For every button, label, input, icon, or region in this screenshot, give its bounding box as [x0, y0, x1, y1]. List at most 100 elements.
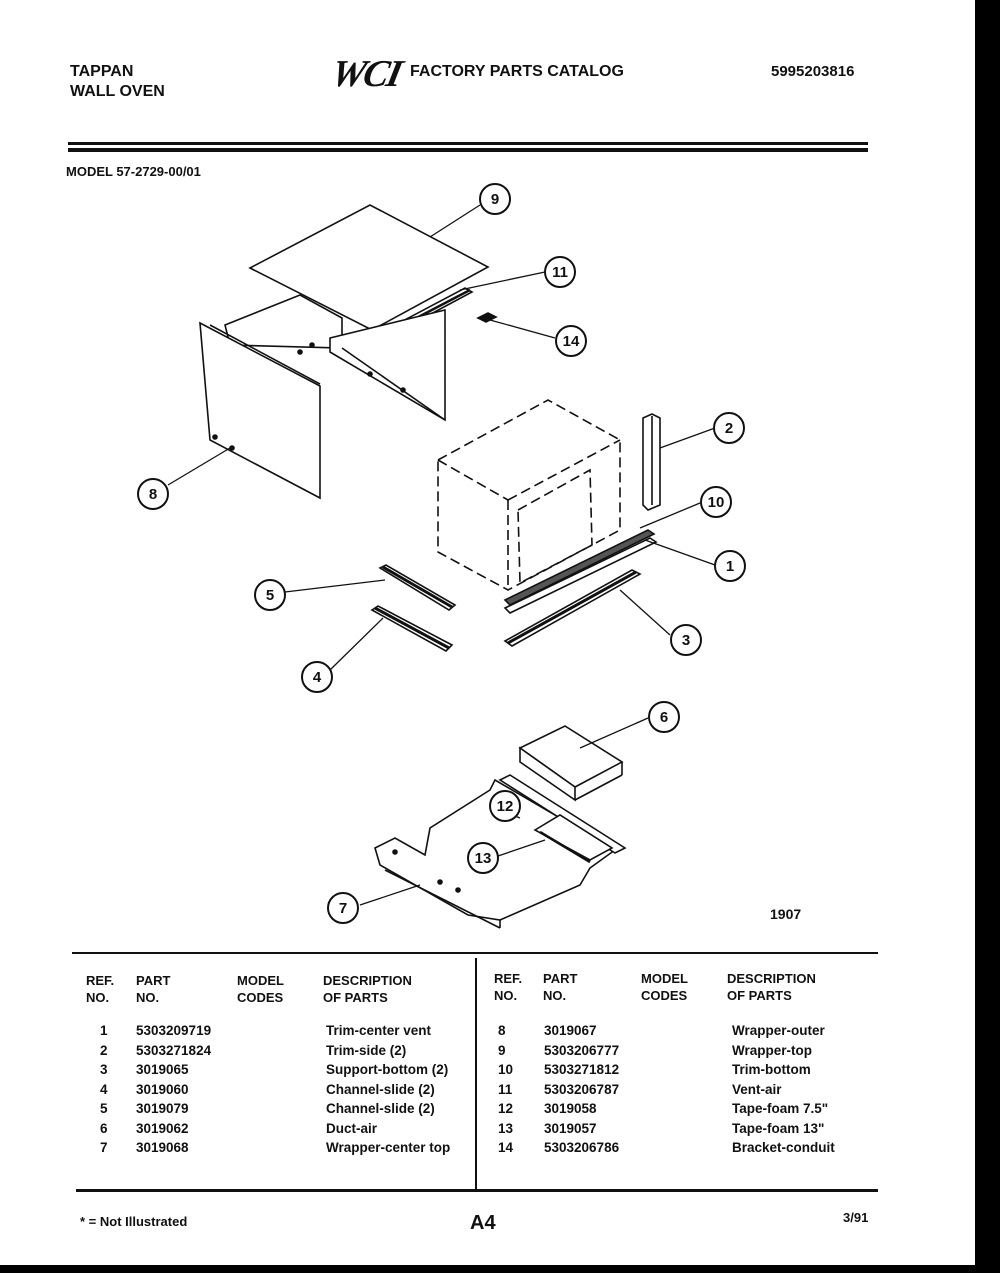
table-row-desc: Trim-center vent	[326, 1023, 432, 1038]
table-row-desc: Trim-bottom	[732, 1062, 811, 1077]
svg-text:2: 2	[725, 420, 733, 437]
part-wrapper-outer	[199, 294, 446, 500]
svg-text:6: 6	[660, 709, 668, 726]
part-bracket-conduit	[476, 312, 498, 323]
exploded-parts-diagram: 9 11 14 2 10 1 3 5 4 8 6 12 13 7	[137, 183, 746, 929]
table-row-desc: Vent-air	[732, 1081, 782, 1097]
table-column-divider	[475, 958, 477, 1190]
catalog-title: FACTORY PARTS CATALOG	[410, 63, 624, 80]
table-row-ref: 13	[498, 1120, 514, 1136]
table-row-part: 5303206777	[544, 1042, 620, 1058]
callout-9: 9	[479, 183, 511, 215]
callout-10: 10	[700, 486, 732, 518]
table-row-desc: Channel-slide (2)	[326, 1101, 435, 1116]
figure-number: 1907	[770, 906, 802, 922]
callout-3: 3	[670, 624, 702, 656]
header-ref-no: REF.NO.	[86, 973, 115, 1005]
table-row-ref: 10	[498, 1062, 514, 1077]
left-description-column: Trim-center vent Trim-side (2) Support-b…	[326, 1021, 450, 1158]
right-part-column: 3019067 5303206777 5303271812 5303206787…	[544, 1021, 619, 1158]
svg-text:8: 8	[149, 486, 157, 503]
callout-7: 7	[327, 892, 359, 924]
callout-2: 2	[713, 412, 745, 444]
callout-8: 8	[137, 478, 169, 510]
callout-5: 5	[254, 579, 286, 611]
revision-date: 3/91	[843, 1210, 869, 1225]
table-row-ref: 11	[498, 1081, 513, 1097]
product-header: TAPPAN WALL OVEN	[70, 62, 165, 102]
table-row-ref: 2	[100, 1042, 108, 1058]
page-number: A4	[470, 1212, 496, 1234]
svg-text:12: 12	[497, 798, 514, 815]
table-row-desc: Support-bottom (2)	[326, 1062, 449, 1077]
oven-cavity-outline	[437, 399, 621, 591]
svg-text:9: 9	[491, 191, 499, 208]
table-row-desc: Channel-slide (2)	[326, 1081, 435, 1097]
table-row-part: 3019068	[136, 1140, 189, 1155]
product-name: WALL OVEN	[70, 83, 165, 100]
table-row-desc: Wrapper-center top	[326, 1140, 451, 1155]
table-row-ref: 7	[100, 1140, 108, 1155]
svg-text:5: 5	[266, 587, 274, 604]
table-row-desc: Wrapper-top	[732, 1042, 812, 1058]
callout-11: 11	[544, 256, 576, 288]
callout-leaders	[167, 204, 716, 906]
table-row-desc: Duct-air	[326, 1120, 378, 1136]
part-trim-bottom	[503, 529, 658, 614]
table-row-ref: 12	[498, 1101, 514, 1116]
brand-name: TAPPAN	[70, 63, 134, 80]
svg-text:10: 10	[708, 494, 725, 511]
model-number: MODEL 57-2729-00/01	[66, 164, 201, 179]
table-row-part: 3019062	[136, 1120, 189, 1136]
header-rule-thick	[68, 148, 868, 152]
table-row-part: 3019067	[544, 1023, 597, 1038]
part-duct-air	[518, 725, 624, 802]
part-channel-slide-lower	[370, 605, 454, 652]
callout-13: 13	[467, 842, 499, 874]
callout-14: 14	[555, 325, 587, 357]
svg-text:7: 7	[339, 900, 347, 917]
table-bottom-rule	[76, 1189, 878, 1192]
table-row-ref: 4	[100, 1081, 108, 1097]
callout-4: 4	[301, 661, 333, 693]
table-top-rule	[72, 952, 878, 954]
header-ref-no-right: REF.NO.	[494, 971, 523, 1003]
catalog-number: 5995203816	[771, 63, 855, 80]
svg-text:13: 13	[475, 850, 492, 867]
part-support-bottom	[503, 569, 642, 647]
left-part-column: 5303209719 5303271824 3019065 3019060 30…	[136, 1021, 211, 1158]
svg-text:4: 4	[313, 669, 322, 686]
part-channel-slide-upper	[378, 564, 457, 611]
svg-text:3: 3	[682, 632, 690, 649]
table-row-desc: Trim-side (2)	[326, 1042, 407, 1058]
table-row-desc: Bracket-conduit	[732, 1140, 835, 1155]
table-row-part: 5303206786	[544, 1140, 620, 1155]
table-row-ref: 3	[100, 1062, 108, 1077]
header-rule	[68, 142, 868, 145]
table-row-part: 5303206787	[544, 1081, 620, 1097]
table-row-ref: 8	[498, 1023, 506, 1038]
table-row-part: 3019057	[544, 1120, 597, 1136]
left-ref-column: 1 2 3 4 5 6 7	[100, 1021, 108, 1158]
table-row-part: 3019060	[136, 1081, 189, 1097]
table-row-part: 3019079	[136, 1101, 189, 1116]
svg-text:1: 1	[726, 558, 734, 575]
table-row-part: 5303271812	[544, 1062, 620, 1077]
table-row-ref: 6	[100, 1120, 108, 1136]
callout-6: 6	[648, 701, 680, 733]
wci-logo: WCI	[327, 53, 405, 95]
table-row-part: 5303209719	[136, 1023, 212, 1038]
callout-1: 1	[714, 550, 746, 582]
table-row-desc: Tape-foam 13"	[732, 1120, 825, 1136]
table-row-part: 3019058	[544, 1101, 597, 1116]
table-row-ref: 5	[100, 1101, 108, 1116]
table-row-ref: 1	[100, 1023, 108, 1038]
right-ref-column: 8 9 10 11 12 13 14	[498, 1021, 513, 1158]
table-row-desc: Tape-foam 7.5"	[732, 1101, 829, 1116]
table-row-part: 5303271824	[136, 1042, 212, 1058]
